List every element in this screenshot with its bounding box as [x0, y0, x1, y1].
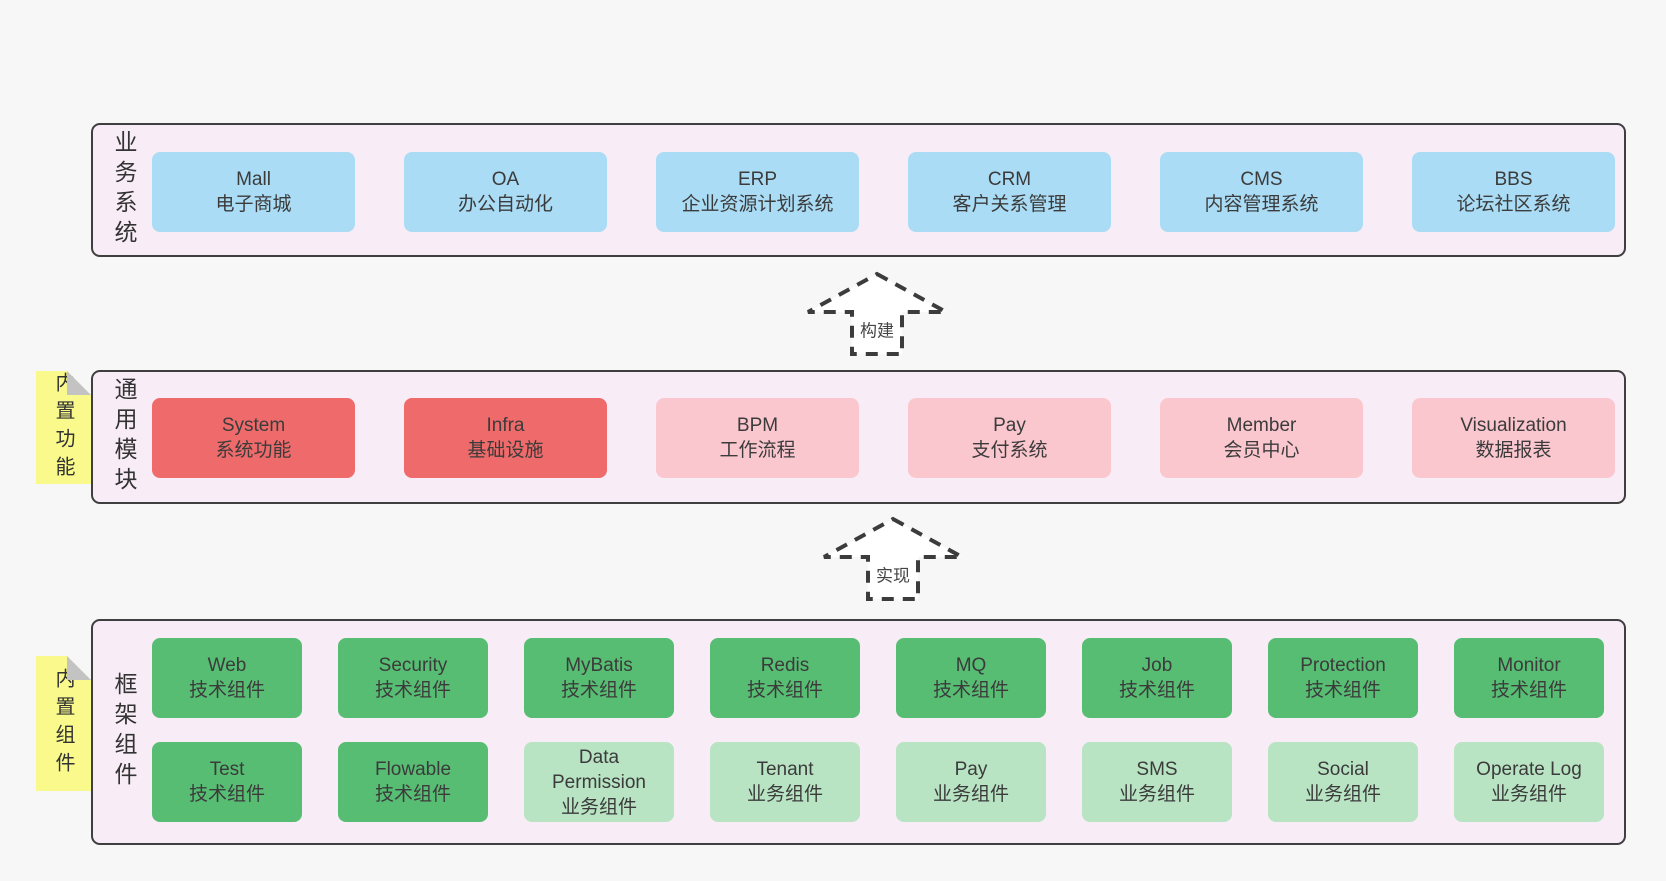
box-name: Social: [1317, 759, 1369, 780]
band-components-label: 框架组件: [111, 672, 137, 792]
box-name: Security: [378, 655, 448, 676]
box-subtitle: 支付系统: [971, 440, 1048, 461]
box-erp: ERP 企业资源计划系统: [656, 152, 859, 232]
box-name: Monitor: [1497, 655, 1561, 676]
box-mq: MQ 技术组件: [896, 638, 1046, 718]
box-subtitle: 企业资源计划系统: [681, 194, 834, 215]
box-name: MQ: [955, 655, 987, 676]
box-subtitle: 技术组件: [1118, 680, 1195, 701]
box-subtitle: 技术组件: [746, 680, 823, 701]
folded-corner-icon: [67, 371, 91, 395]
box-name: Tenant: [756, 759, 814, 780]
box-subtitle: 技术组件: [1490, 680, 1567, 701]
box-name: Visualization: [1460, 415, 1567, 436]
box-visualization: Visualization 数据报表: [1412, 398, 1615, 478]
box-name: BPM: [736, 415, 779, 436]
box-operate-log: Operate Log 业务组件: [1454, 742, 1604, 822]
box-subtitle: 内容管理系统: [1204, 194, 1319, 215]
box-subtitle: 业务组件: [1304, 784, 1381, 805]
box-social: Social 业务组件: [1268, 742, 1418, 822]
band-business-label: 业务系统: [111, 130, 137, 250]
box-flowable: Flowable 技术组件: [338, 742, 488, 822]
box-subtitle: 业务组件: [1490, 784, 1567, 805]
dashed-up-arrow-icon: [823, 516, 963, 601]
box-subtitle: 会员中心: [1223, 440, 1300, 461]
box-subtitle: 业务组件: [1118, 784, 1195, 805]
box-subtitle: 技术组件: [188, 680, 265, 701]
box-subtitle: 电子商城: [215, 194, 292, 215]
box-bpm: BPM 工作流程: [656, 398, 859, 478]
box-crm: CRM 客户关系管理: [908, 152, 1111, 232]
box-redis: Redis 技术组件: [710, 638, 860, 718]
box-name: System: [221, 415, 286, 436]
box-pay-module: Pay 支付系统: [908, 398, 1111, 478]
box-name: Job: [1141, 655, 1173, 676]
sticky-note-text: 内置功能: [52, 371, 74, 484]
box-protection: Protection 技术组件: [1268, 638, 1418, 718]
box-name: Web: [207, 655, 247, 676]
box-subtitle: 技术组件: [1304, 680, 1381, 701]
box-subtitle: 系统功能: [215, 440, 292, 461]
dashed-up-arrow-icon: [807, 271, 947, 356]
box-infra: Infra 基础设施: [404, 398, 607, 478]
folded-corner-icon: [67, 656, 91, 680]
box-subtitle: 工作流程: [719, 440, 796, 461]
box-name: Data Permission: [552, 746, 646, 793]
box-name: Protection: [1300, 655, 1386, 676]
box-name: Pay: [993, 415, 1026, 436]
box-pay-component: Pay 业务组件: [896, 742, 1046, 822]
box-name: MyBatis: [565, 655, 633, 676]
box-subtitle: 论坛社区系统: [1456, 194, 1571, 215]
box-subtitle: 业务组件: [560, 796, 637, 818]
box-subtitle: 技术组件: [932, 680, 1009, 701]
box-subtitle: 技术组件: [374, 680, 451, 701]
box-test: Test 技术组件: [152, 742, 302, 822]
box-monitor: Monitor 技术组件: [1454, 638, 1604, 718]
arrow-build-label: 构建: [854, 315, 900, 343]
box-name: Redis: [760, 655, 810, 676]
box-mybatis: MyBatis 技术组件: [524, 638, 674, 718]
box-subtitle: 基础设施: [467, 440, 544, 461]
box-bbs: BBS 论坛社区系统: [1412, 152, 1615, 232]
box-name: Operate Log: [1476, 759, 1582, 780]
box-name: Member: [1226, 415, 1297, 436]
box-name: BBS: [1494, 169, 1533, 190]
arrow-implement: 实现: [818, 513, 968, 603]
sticky-note-text: 内置组件: [52, 667, 74, 780]
box-web: Web 技术组件: [152, 638, 302, 718]
band-modules-label: 通用模块: [111, 377, 137, 497]
box-name: Infra: [486, 415, 525, 436]
box-name: OA: [491, 169, 520, 190]
box-name: Flowable: [374, 759, 452, 780]
box-data-permission: Data Permission 业务组件: [524, 742, 674, 822]
box-subtitle: 办公自动化: [457, 194, 553, 215]
box-name: Test: [209, 759, 245, 780]
box-subtitle: 客户关系管理: [952, 194, 1067, 215]
box-name: Mall: [236, 169, 271, 190]
box-mall: Mall 电子商城: [152, 152, 355, 232]
box-name: SMS: [1136, 759, 1178, 780]
arrow-build: 构建: [802, 268, 952, 358]
box-subtitle: 业务组件: [746, 784, 823, 805]
box-cms: CMS 内容管理系统: [1160, 152, 1363, 232]
box-name: CRM: [987, 169, 1032, 190]
box-name: Pay: [954, 759, 988, 780]
box-security: Security 技术组件: [338, 638, 488, 718]
box-subtitle: 技术组件: [374, 784, 451, 805]
box-name: CMS: [1240, 169, 1283, 190]
box-system: System 系统功能: [152, 398, 355, 478]
box-subtitle: 技术组件: [188, 784, 265, 805]
box-tenant: Tenant 业务组件: [710, 742, 860, 822]
box-name: ERP: [737, 169, 778, 190]
arrow-implement-label: 实现: [870, 560, 916, 588]
box-subtitle: 业务组件: [932, 784, 1009, 805]
box-oa: OA 办公自动化: [404, 152, 607, 232]
box-sms: SMS 业务组件: [1082, 742, 1232, 822]
box-job: Job 技术组件: [1082, 638, 1232, 718]
box-subtitle: 数据报表: [1475, 440, 1552, 461]
box-member: Member 会员中心: [1160, 398, 1363, 478]
box-subtitle: 技术组件: [560, 680, 637, 701]
